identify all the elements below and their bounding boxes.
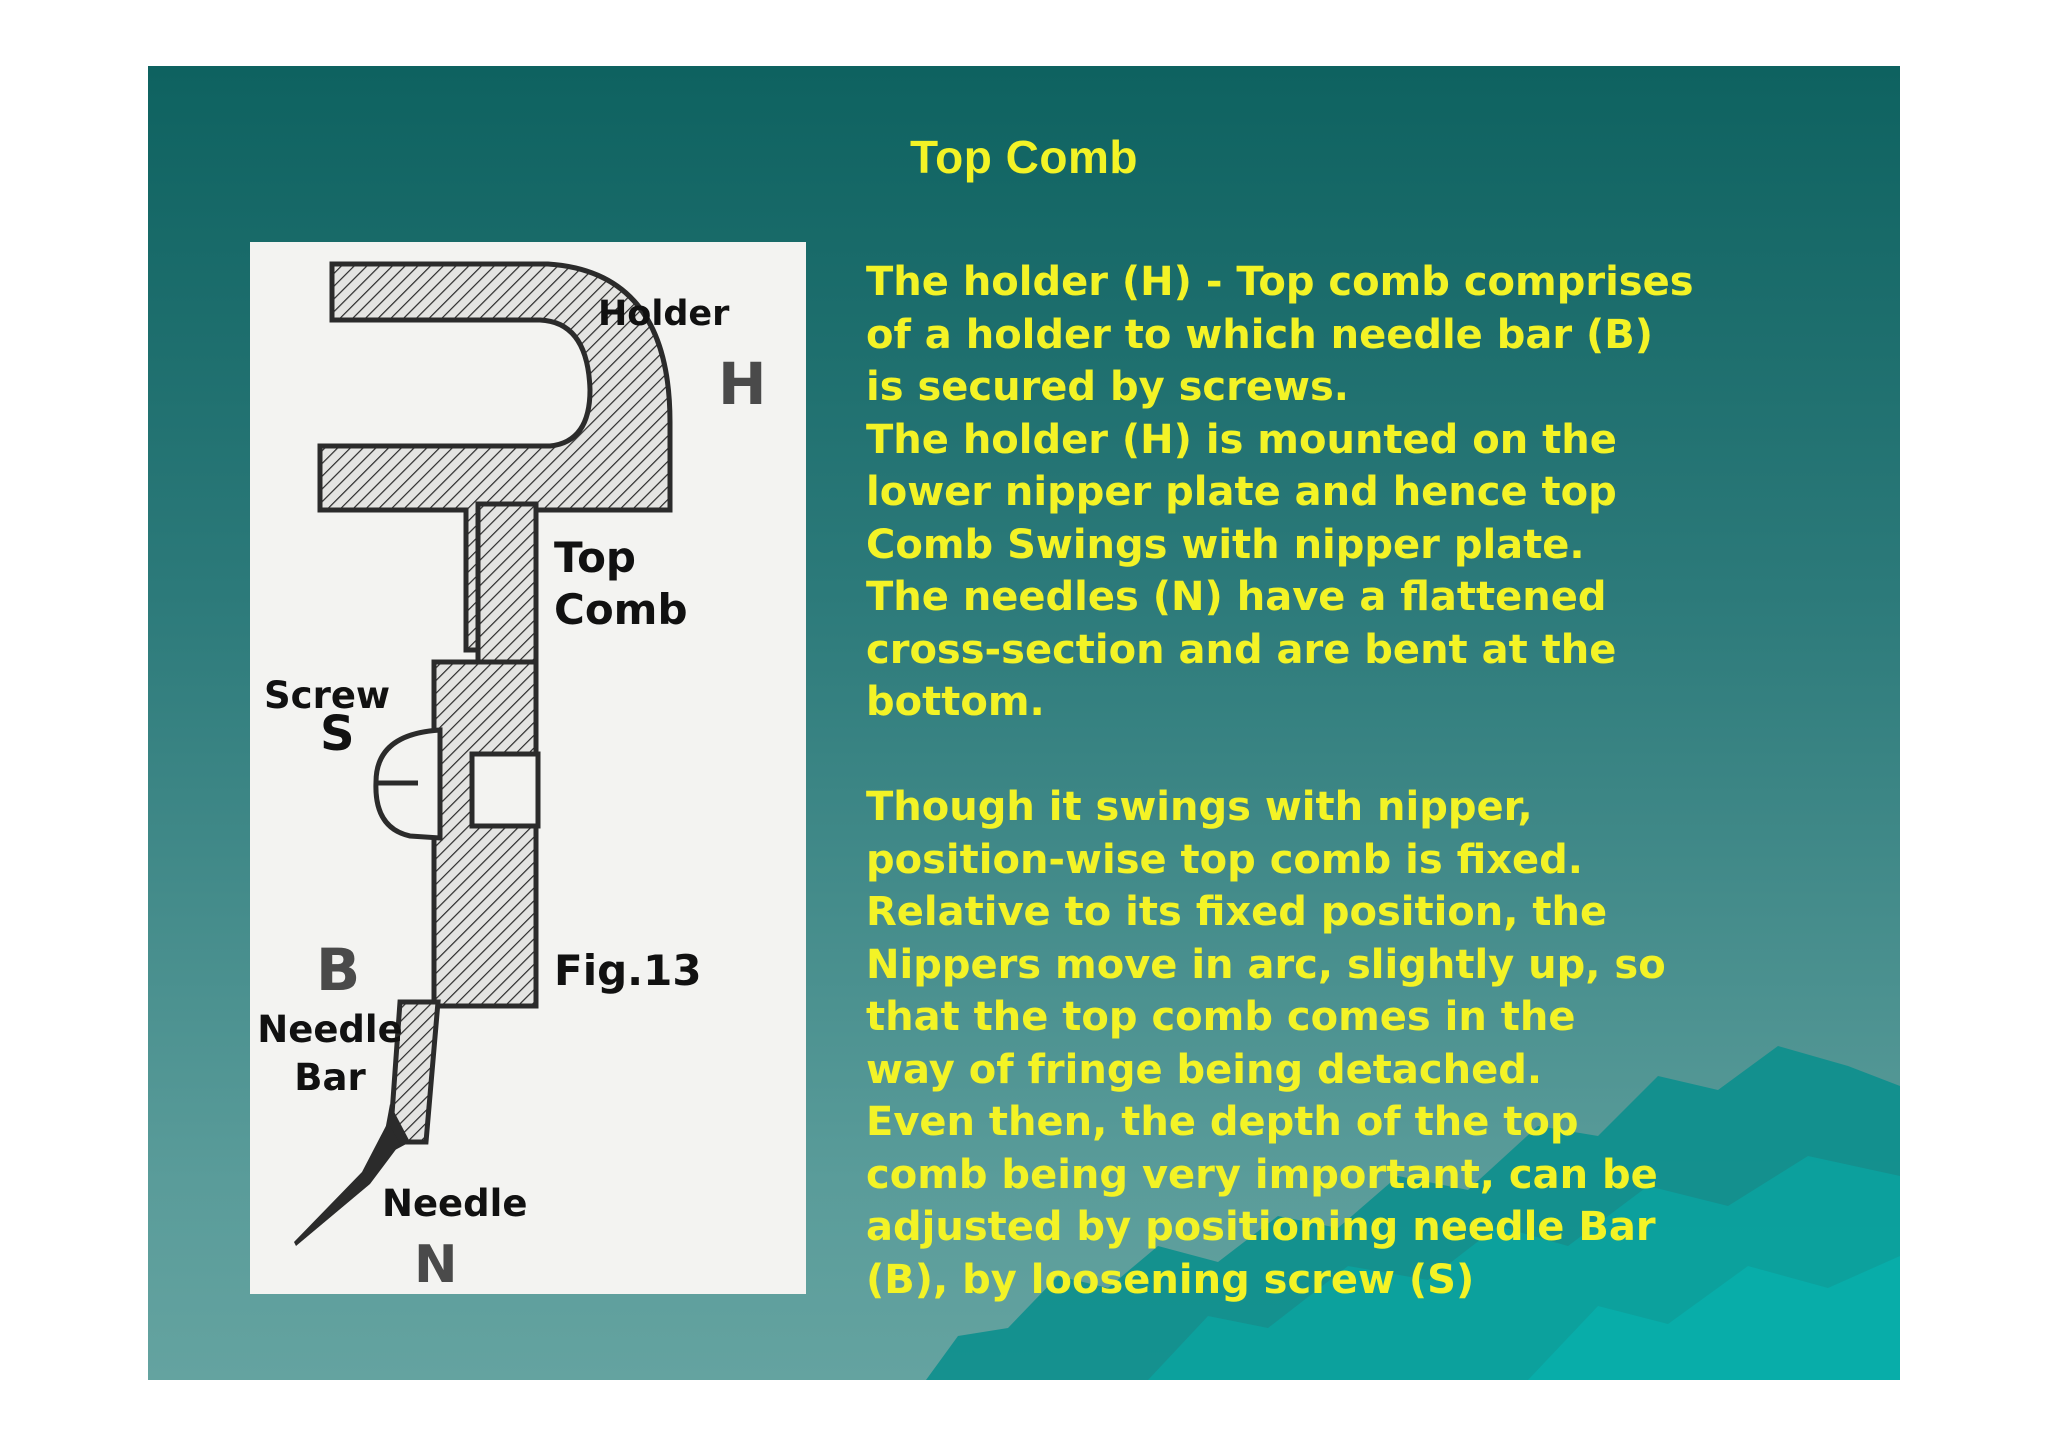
paragraph-1: The holder (H) - Top comb comprises of a… bbox=[866, 259, 1694, 725]
comb-diagram: H B N bbox=[294, 261, 767, 1294]
comb-figure: H B N Holder Top Comb Screw S Fig.13 Nee… bbox=[250, 242, 806, 1294]
mountain-decoration bbox=[926, 1046, 1900, 1380]
slide: Top Comb H bbox=[148, 66, 1900, 1380]
holder-shape bbox=[317, 261, 673, 653]
holder-label: Holder bbox=[598, 294, 730, 334]
b-letter: B bbox=[316, 936, 360, 1004]
needle-bar-label: Needle Bar bbox=[257, 1008, 403, 1099]
h-letter: H bbox=[718, 350, 767, 418]
needle-label: Needle bbox=[382, 1182, 528, 1225]
screw-label: Screw bbox=[264, 674, 391, 717]
top-comb-label: Top Comb bbox=[554, 533, 688, 634]
clamp-shape bbox=[431, 659, 539, 1009]
figure-caption: Fig.13 bbox=[554, 946, 702, 995]
paragraph-2: Though it swings with nipper, position-w… bbox=[866, 784, 1666, 1303]
s-letter: S bbox=[320, 706, 355, 762]
slide-title: Top Comb bbox=[910, 131, 1138, 183]
body-text: The holder (H) - Top comb comprises of a… bbox=[866, 256, 1866, 1306]
n-letter: N bbox=[414, 1235, 458, 1294]
needle-shape bbox=[294, 1122, 400, 1246]
